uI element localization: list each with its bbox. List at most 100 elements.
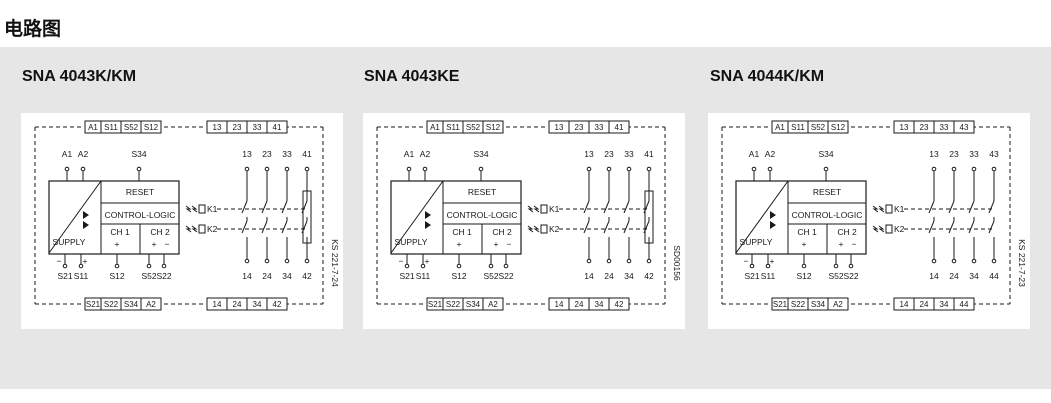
pin-label: A2 [765,149,776,159]
contact-terminal [626,258,632,264]
contact-label: 34 [624,271,634,281]
pin-label: A1 [749,149,760,159]
terminal-label: A2 [488,300,498,309]
pin-terminal [420,263,426,269]
relay-coil-icon [198,204,206,214]
contact-label: 34 [969,271,979,281]
contact-terminal [646,166,652,172]
contact-blade [988,200,995,214]
pin-terminal [749,263,755,269]
pin-label: S12 [451,271,466,281]
pin-terminal [64,166,70,172]
pin-label: A1 [404,149,415,159]
terminal-label: 44 [960,300,969,309]
terminal-label: S22 [791,300,806,309]
plus-sign: + [83,256,88,266]
relay-coil-icon [198,224,206,234]
pin-label: A1 [62,149,73,159]
terminal-label: 13 [555,123,564,132]
terminal-label: S34 [811,300,826,309]
contact-blade [623,200,630,214]
pin-terminal [848,263,854,269]
contact-terminal [931,166,937,172]
plus-sign: + [494,239,499,249]
contact-terminal [284,258,290,264]
pin-terminal [488,263,494,269]
supply-diagonal [735,180,789,254]
led-arrow-icon [185,205,198,213]
drawing-code: SD00156 [672,245,682,281]
relay-coil-label: K2 [894,224,905,234]
pin-label: S12 [109,271,124,281]
terminal-label: 41 [273,123,282,132]
supply-diagonal [390,180,444,254]
pin-terminal [422,166,428,172]
contact-terminal [586,258,592,264]
contact-blade [261,200,268,214]
minus-sign: − [852,239,857,249]
terminal-box [608,297,630,311]
pin-label: S12 [796,271,811,281]
terminal-box [266,120,288,134]
terminal-label: 24 [920,300,929,309]
nc-contact-frame [302,190,312,244]
contact-terminal [951,258,957,264]
relay-coil-label: K2 [207,224,218,234]
led-arrow-icon [527,225,540,233]
drawing-code: KS 221-7-24 [330,239,340,287]
terminal-label: S34 [124,300,139,309]
plus-sign: + [770,256,775,266]
contact-label: 44 [989,271,999,281]
contact-label: 14 [584,271,594,281]
supply-label: SUPPLY [53,237,86,247]
channel-2-label: CH 2 [150,227,170,237]
contact-terminal [264,258,270,264]
pin-terminal [404,263,410,269]
plus-sign: + [425,256,430,266]
pin-terminal [78,263,84,269]
pin-terminal [478,166,484,172]
pin-label: S52 [828,271,843,281]
led-arrow-icon [527,205,540,213]
supply-diagonal [48,180,102,254]
pin-terminal [823,166,829,172]
diagram-title: SNA 4043K/KM [22,68,137,85]
contact-terminal [284,166,290,172]
contact-label: 23 [949,149,959,159]
relay-coil-icon [885,204,893,214]
contact-terminal [304,166,310,172]
contact-blade [988,220,995,234]
plus-sign: + [457,239,462,249]
terminal-box [608,120,630,134]
contact-label: 13 [929,149,939,159]
pin-label: S22 [843,271,858,281]
minus-sign: − [57,256,62,266]
led-arrow-icon [872,205,885,213]
contact-blade [281,220,288,234]
led-arrow-icon [872,225,885,233]
pin-terminal [136,166,142,172]
terminal-box [482,297,504,311]
contact-blade [948,200,955,214]
pin-label: S52 [483,271,498,281]
pin-terminal [801,263,807,269]
pin-terminal [114,263,120,269]
pin-label: S22 [156,271,171,281]
reset-label: RESET [813,187,841,197]
minus-sign: − [399,256,404,266]
minus-sign: − [744,256,749,266]
terminal-label: S21 [86,300,101,309]
pin-terminal [456,263,462,269]
terminal-label: S52 [124,123,139,132]
led-arrow-icon [185,225,198,233]
contact-label: 14 [242,271,252,281]
nc-contact-frame [644,190,654,244]
terminal-label: S11 [446,123,460,132]
diagram-title: SNA 4044K/KM [710,68,825,85]
channel-1-label: CH 1 [110,227,130,237]
contact-blade [261,220,268,234]
pin-terminal [146,263,152,269]
pin-terminal [503,263,509,269]
